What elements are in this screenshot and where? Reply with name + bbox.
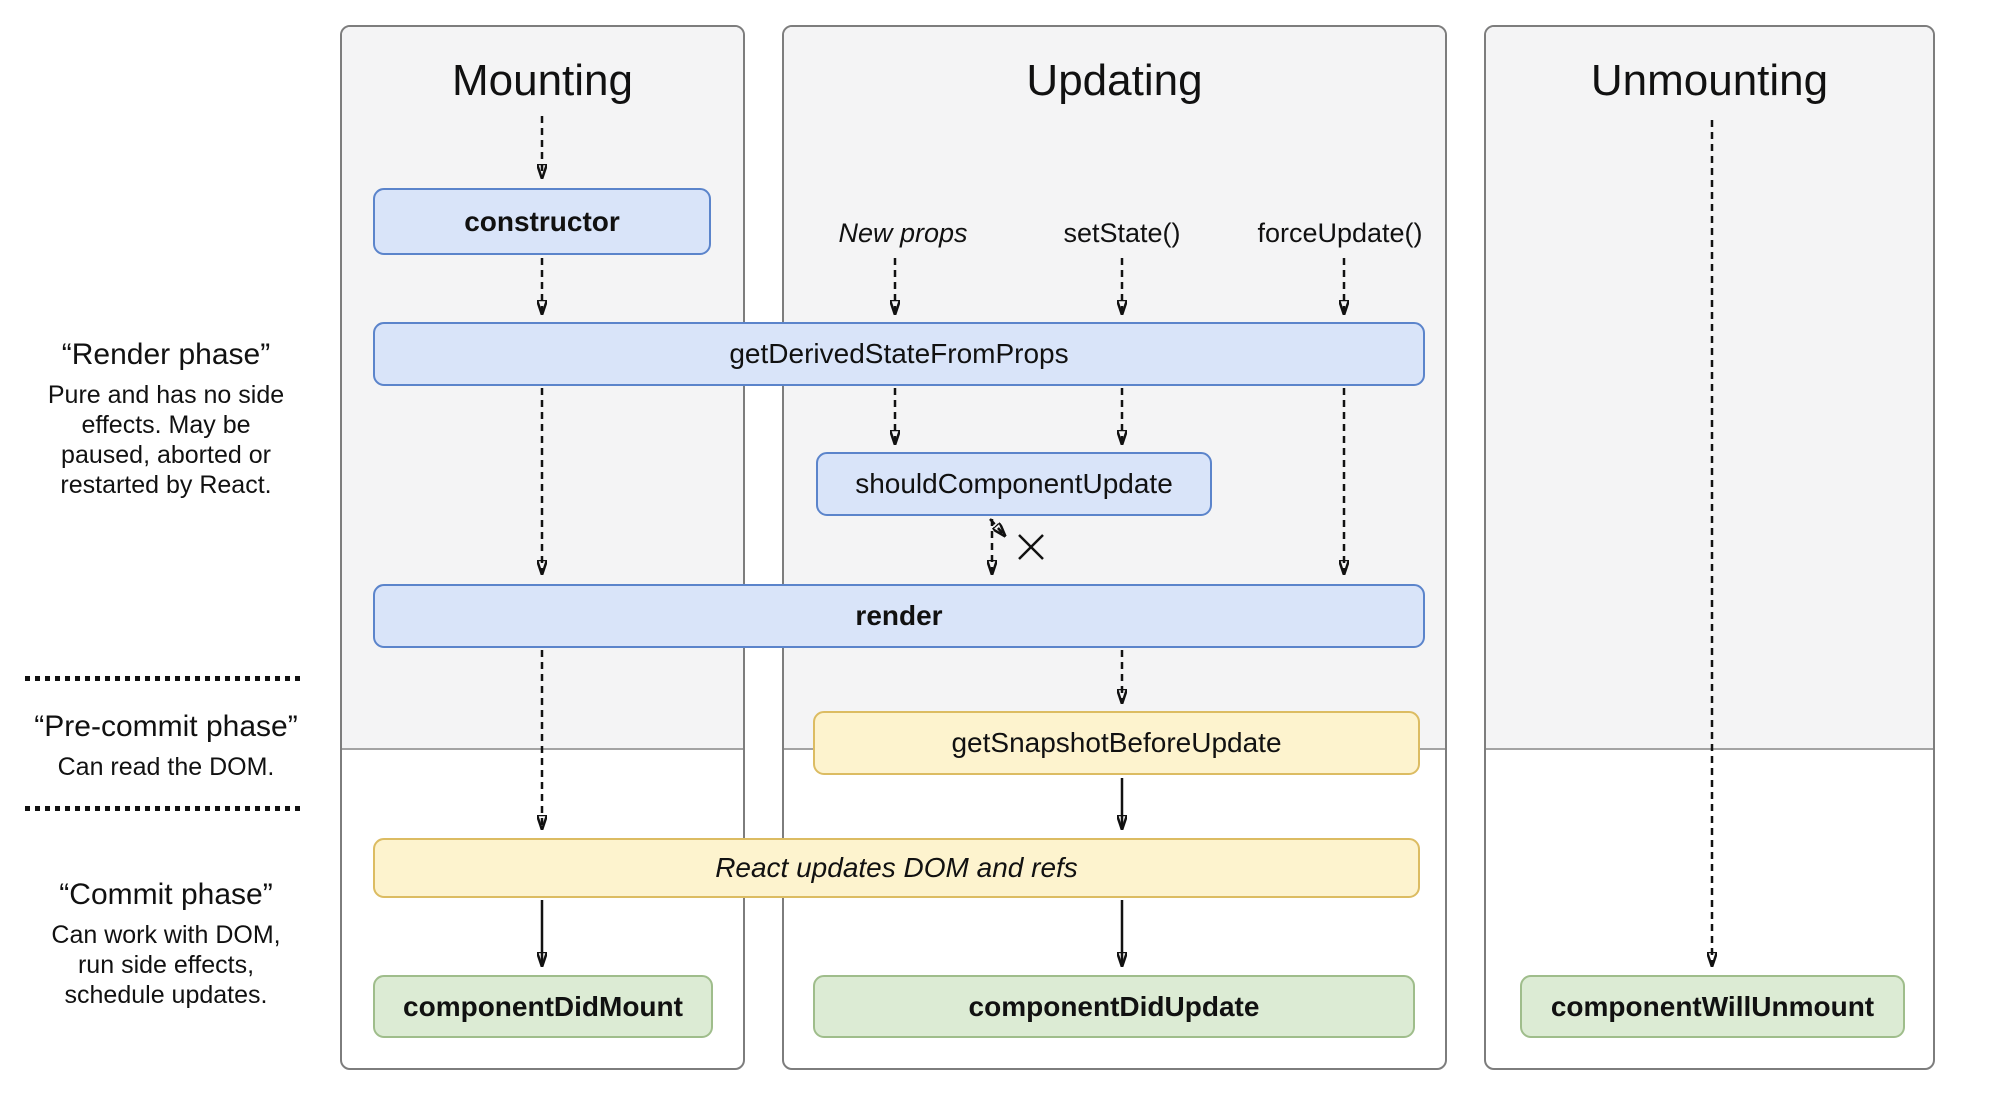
pre-commit-phase-title: “Pre-commit phase” <box>34 710 298 743</box>
commit-phase-title: “Commit phase” <box>59 878 273 911</box>
commit-phase-description: Can work with DOM, run side effects, sch… <box>51 921 281 1009</box>
box-should-component-update: shouldComponentUpdate <box>816 452 1212 516</box>
panel-title-unmounting: Unmounting <box>1590 56 1829 105</box>
panel-title-mounting: Mounting <box>451 56 633 105</box>
panel-unmounting-render-phase-area <box>1486 27 1933 750</box>
box-get-snapshot-before-update: getSnapshotBeforeUpdate <box>813 711 1420 775</box>
trigger-force-update: forceUpdate() <box>1257 218 1423 248</box>
box-component-did-mount: componentDidMount <box>373 975 713 1038</box>
trigger-set-state: setState() <box>1063 218 1181 248</box>
panel-title-updating: Updating <box>1026 56 1203 105</box>
box-render: render <box>373 584 1425 648</box>
box-get-derived-state-from-props: getDerivedStateFromProps <box>373 322 1425 386</box>
box-component-will-unmount: componentWillUnmount <box>1520 975 1905 1038</box>
panel-unmounting: Unmounting <box>1484 25 1935 1070</box>
box-react-updates-dom-and-refs: React updates DOM and refs <box>373 838 1420 898</box>
stop-x-icon <box>1018 534 1044 560</box>
pre-commit-phase-description: Can read the DOM. <box>57 753 275 781</box>
phase-divider-top <box>25 676 303 681</box>
box-constructor: constructor <box>373 188 711 255</box>
render-phase-title: “Render phase” <box>61 338 271 371</box>
render-phase-description: Pure and has no side effects. May be pau… <box>47 381 285 499</box>
phase-divider-bottom <box>25 806 303 811</box>
trigger-new-props: New props <box>838 218 968 248</box>
arrow-should-update-to-stop <box>989 518 1005 536</box>
box-component-did-update: componentDidUpdate <box>813 975 1415 1038</box>
